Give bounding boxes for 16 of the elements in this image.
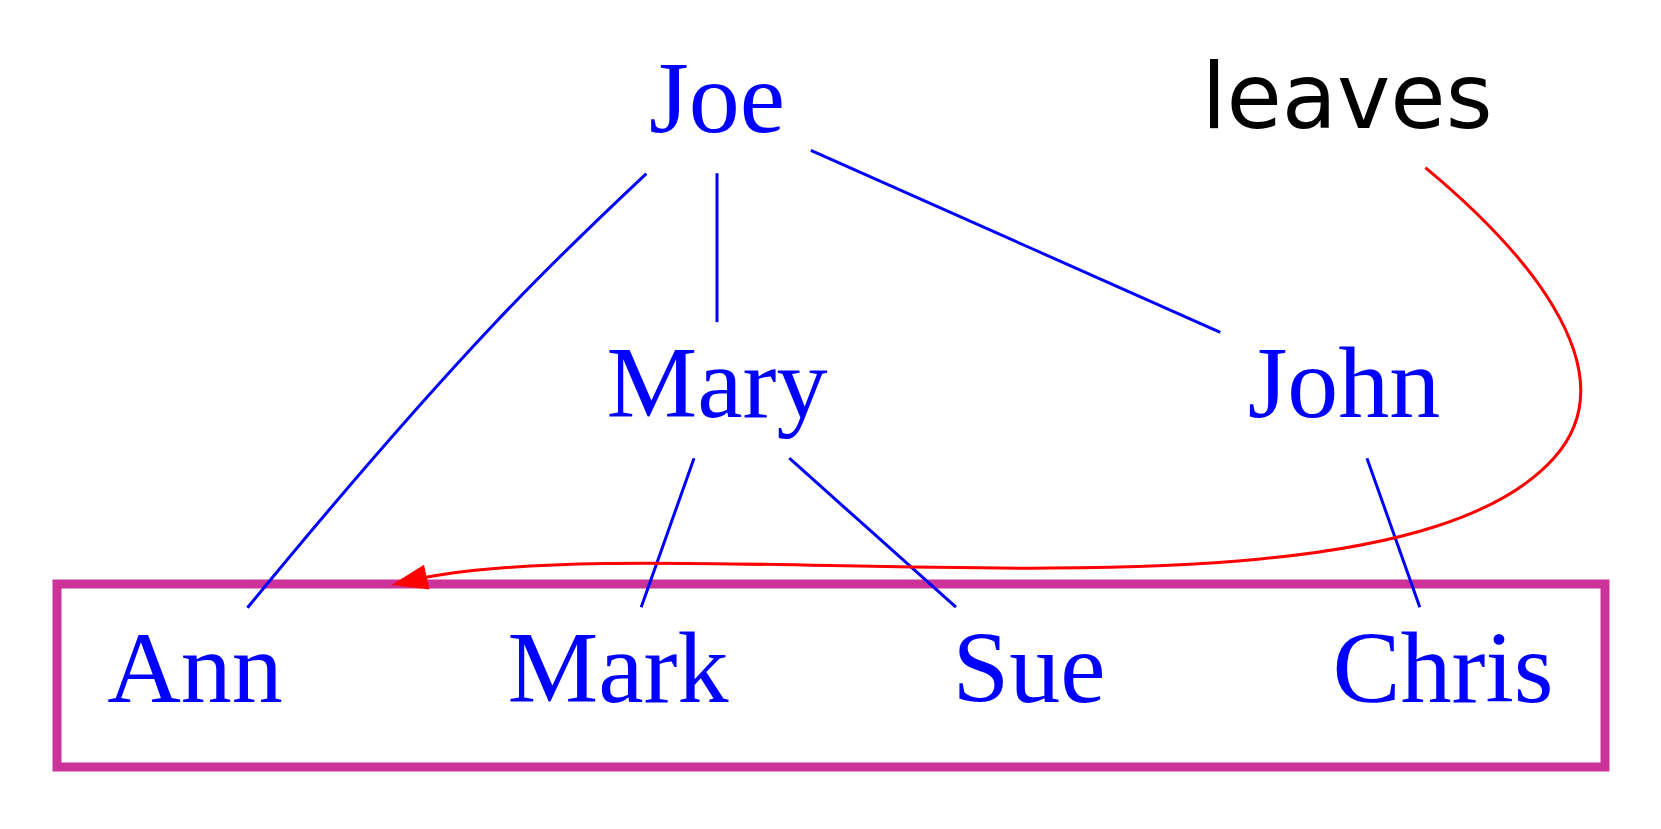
node-text: Sue — [952, 610, 1105, 724]
connector — [787, 457, 957, 609]
node-text: Chris — [1331, 610, 1554, 724]
node-text: Joe — [648, 40, 785, 154]
cluster — [52, 579, 1609, 772]
connector — [245, 172, 647, 609]
node-text: Ann — [106, 610, 283, 724]
connector — [715, 173, 718, 323]
node-text: John — [1247, 325, 1440, 439]
connector — [1365, 457, 1421, 608]
arrow — [391, 166, 1581, 590]
node-text: Mark — [507, 610, 728, 724]
node-text: leaves — [1200, 44, 1493, 149]
connector — [639, 457, 695, 608]
connector — [809, 148, 1221, 334]
node-text: Mary — [606, 325, 827, 439]
